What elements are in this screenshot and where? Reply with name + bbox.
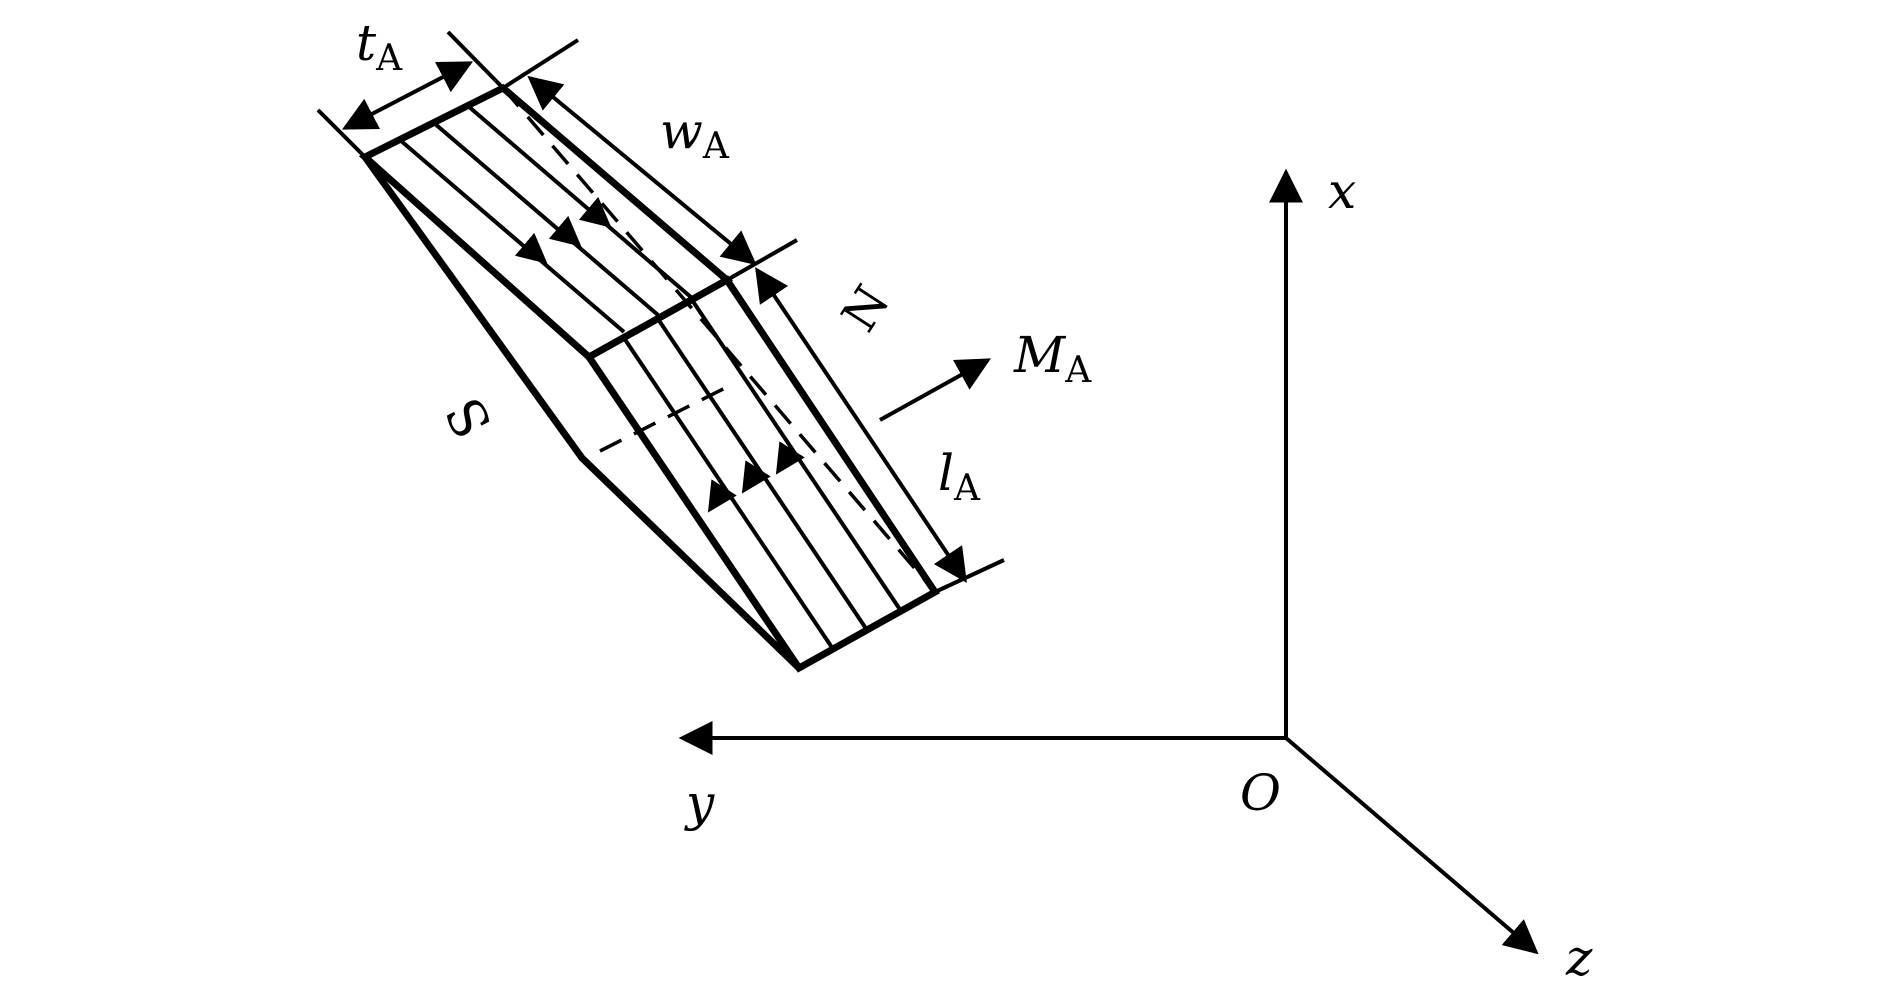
winding-top-3 — [466, 104, 694, 300]
label-z: z — [1565, 929, 1593, 987]
l-extension-bottom — [934, 558, 1005, 594]
l-dimension — [755, 267, 967, 583]
label-t: tA — [356, 14, 403, 79]
label-N: N — [831, 276, 901, 342]
magnet-side-face — [362, 154, 802, 671]
hidden-edge-bottom — [599, 385, 728, 453]
label-origin: O — [1240, 764, 1281, 822]
label-w: wA — [660, 102, 730, 167]
winding-front-3 — [690, 298, 903, 613]
t-extension-right — [446, 30, 505, 90]
w-dimension — [527, 75, 757, 266]
label-S: S — [435, 387, 505, 447]
w-extension-bottom — [726, 238, 798, 282]
label-x: x — [1328, 162, 1356, 220]
z-axis — [1284, 736, 1539, 955]
label-M: MA — [1013, 326, 1092, 391]
winding-top-1 — [398, 138, 626, 334]
t-extension-left — [316, 108, 367, 159]
label-l: lA — [938, 444, 981, 509]
dimensions — [316, 30, 1005, 594]
magnetization-arrow — [879, 358, 991, 422]
coordinate-axes — [678, 168, 1539, 955]
t-dimension — [341, 61, 474, 130]
winding-top-2 — [432, 121, 660, 317]
label-y: y — [684, 774, 715, 832]
w-extension-top — [501, 38, 580, 90]
labels: tA wA MA lA N S x y z O — [356, 14, 1593, 987]
